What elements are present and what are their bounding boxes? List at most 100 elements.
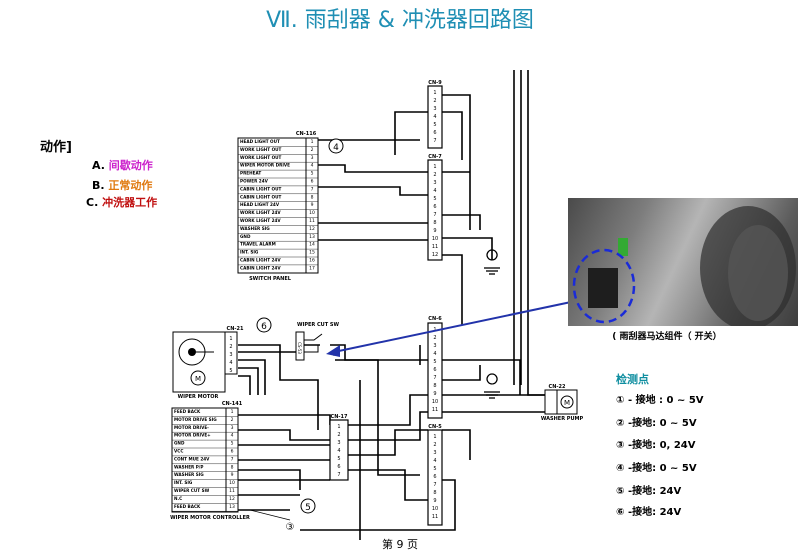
action-a-text: 间歇动作	[108, 159, 153, 172]
svg-text:1: 1	[433, 90, 436, 96]
marker-4: 4	[333, 143, 339, 153]
svg-text:7: 7	[337, 472, 340, 478]
svg-text:6: 6	[433, 204, 436, 210]
checkpoint-1: ① - 接地 : 0 ~ 5V	[616, 395, 704, 406]
controller-row-label: MOTOR DRIVE+	[174, 433, 211, 438]
wiper-cut-switch: WIPER CUT SW CS-53	[295, 322, 340, 361]
controller-pin-number: 2	[231, 417, 234, 423]
controller-row-label: MOTOR DRIVE SIG	[174, 417, 217, 422]
action-a-letter: A.	[92, 159, 105, 172]
controller-row-label: WIPER CUT SW	[174, 488, 210, 493]
switch-panel-pin-number: 9	[311, 202, 314, 208]
switch-panel-row-label: CABIN LIGHT 24V	[240, 265, 281, 270]
svg-text:11: 11	[432, 244, 438, 250]
action-header: 动作]	[40, 140, 72, 155]
checkpoint-5: ⑤ -接地: 24V	[616, 486, 682, 497]
svg-text:3: 3	[433, 106, 436, 112]
checkpoint-6: ⑥ -接地: 24V	[616, 507, 682, 518]
svg-text:9: 9	[433, 498, 436, 504]
switch-panel-pin-number: 5	[311, 171, 314, 177]
wiper-motor-symbol: M	[195, 375, 201, 383]
switch-panel-pin-number: 15	[309, 250, 315, 256]
switch-panel-pin-number: 8	[311, 194, 314, 200]
switch-panel-row-label: INT. SIG	[240, 250, 259, 255]
switch-panel-row-label: TRAVEL ALARM	[240, 242, 276, 247]
washer-pump-label: WASHER PUMP	[541, 416, 584, 422]
connector-cn6-label: CN-6	[428, 316, 442, 322]
connector-cn5-label: CN-5	[428, 424, 442, 430]
svg-text:2: 2	[433, 442, 436, 448]
svg-text:9: 9	[433, 391, 436, 397]
switch-panel-pin-number: 13	[309, 234, 315, 240]
switch-panel-connector: CN-116	[296, 131, 317, 137]
ground-symbols	[332, 249, 500, 399]
svg-text:1: 1	[229, 336, 232, 342]
cn22-label: CN-22	[549, 384, 566, 390]
svg-text:3: 3	[433, 450, 436, 456]
controller-pin-number: 11	[229, 488, 235, 494]
controller-row-label: GND	[174, 441, 185, 446]
svg-text:6: 6	[337, 464, 340, 470]
switch-panel-pin-number: 17	[309, 265, 315, 271]
controller-pin-number: 4	[231, 433, 234, 439]
switch-panel-row-label: WORK LIGHT OUT	[240, 155, 282, 160]
controller-pin-number: 12	[229, 496, 235, 502]
svg-text:10: 10	[432, 399, 438, 405]
switch-panel-row-label: CABIN LIGHT 24V	[240, 258, 281, 263]
checkpoint-2: ② -接地: 0 ~ 5V	[616, 418, 697, 429]
switch-panel-row-label: PREHEAT	[240, 171, 261, 176]
svg-text:4: 4	[433, 114, 436, 120]
controller-row-label: FEED BACK	[174, 409, 201, 414]
svg-text:9: 9	[433, 228, 436, 234]
action-b: B. 正常动作	[92, 177, 152, 193]
switch-panel-pin-number: 6	[311, 179, 314, 185]
controller-connector: CN-141	[222, 401, 243, 407]
svg-text:7: 7	[433, 138, 436, 144]
svg-text:8: 8	[433, 490, 436, 496]
switch-panel-label: SWITCH PANEL	[249, 276, 292, 282]
marker-5: 5	[305, 503, 311, 513]
washer-pump-symbol: M	[564, 399, 570, 407]
checkpoint-title: 检测点	[616, 373, 649, 386]
switch-panel-row-label: HEAD LIGHT 24V	[240, 202, 280, 207]
svg-text:2: 2	[229, 344, 232, 350]
svg-text:4: 4	[433, 351, 436, 357]
action-a: A. 间歇动作	[92, 157, 153, 173]
photo-illustration	[572, 206, 796, 326]
svg-text:7: 7	[433, 482, 436, 488]
connector-cn7-label: CN-7	[428, 154, 442, 160]
svg-text:10: 10	[432, 236, 438, 242]
svg-text:4: 4	[433, 188, 436, 194]
photo-caption: ( 雨刮器马达组件（ 开关）	[612, 332, 722, 342]
svg-text:5: 5	[433, 196, 436, 202]
controller-pin-number: 9	[231, 472, 234, 478]
controller-pin-number: 5	[231, 441, 234, 447]
switch-panel-row-label: POWER 24V	[240, 179, 269, 184]
checkpoint-4: ④ -接地: 0 ~ 5V	[616, 463, 697, 474]
svg-text:5: 5	[337, 456, 340, 462]
wiper-motor-connector: CN-21	[227, 326, 244, 332]
svg-text:2: 2	[337, 432, 340, 438]
svg-text:3: 3	[229, 352, 232, 358]
switch-panel-row-label: WASHER SIG	[240, 226, 270, 231]
switch-panel-row-label: CABIN LIGHT OUT	[240, 186, 281, 191]
action-b-text: 正常动作	[108, 179, 153, 192]
switch-panel-row-label: WIPER MOTOR DRIVE	[240, 163, 290, 168]
controller-pin-number: 1	[231, 409, 234, 415]
svg-text:7: 7	[433, 375, 436, 381]
svg-text:3: 3	[337, 440, 340, 446]
switch-panel-row-label: WORK LIGHT 24V	[240, 210, 281, 215]
svg-text:4: 4	[229, 360, 232, 366]
switch-panel-row-label: GND	[240, 234, 251, 239]
controller-pin-number: 3	[231, 425, 234, 431]
controller-pin-number: 8	[231, 464, 234, 470]
switch-panel-pin-number: 16	[309, 258, 315, 264]
wires	[238, 70, 545, 540]
switch-panel-row-label: CABIN LIGHT OUT	[240, 194, 281, 199]
